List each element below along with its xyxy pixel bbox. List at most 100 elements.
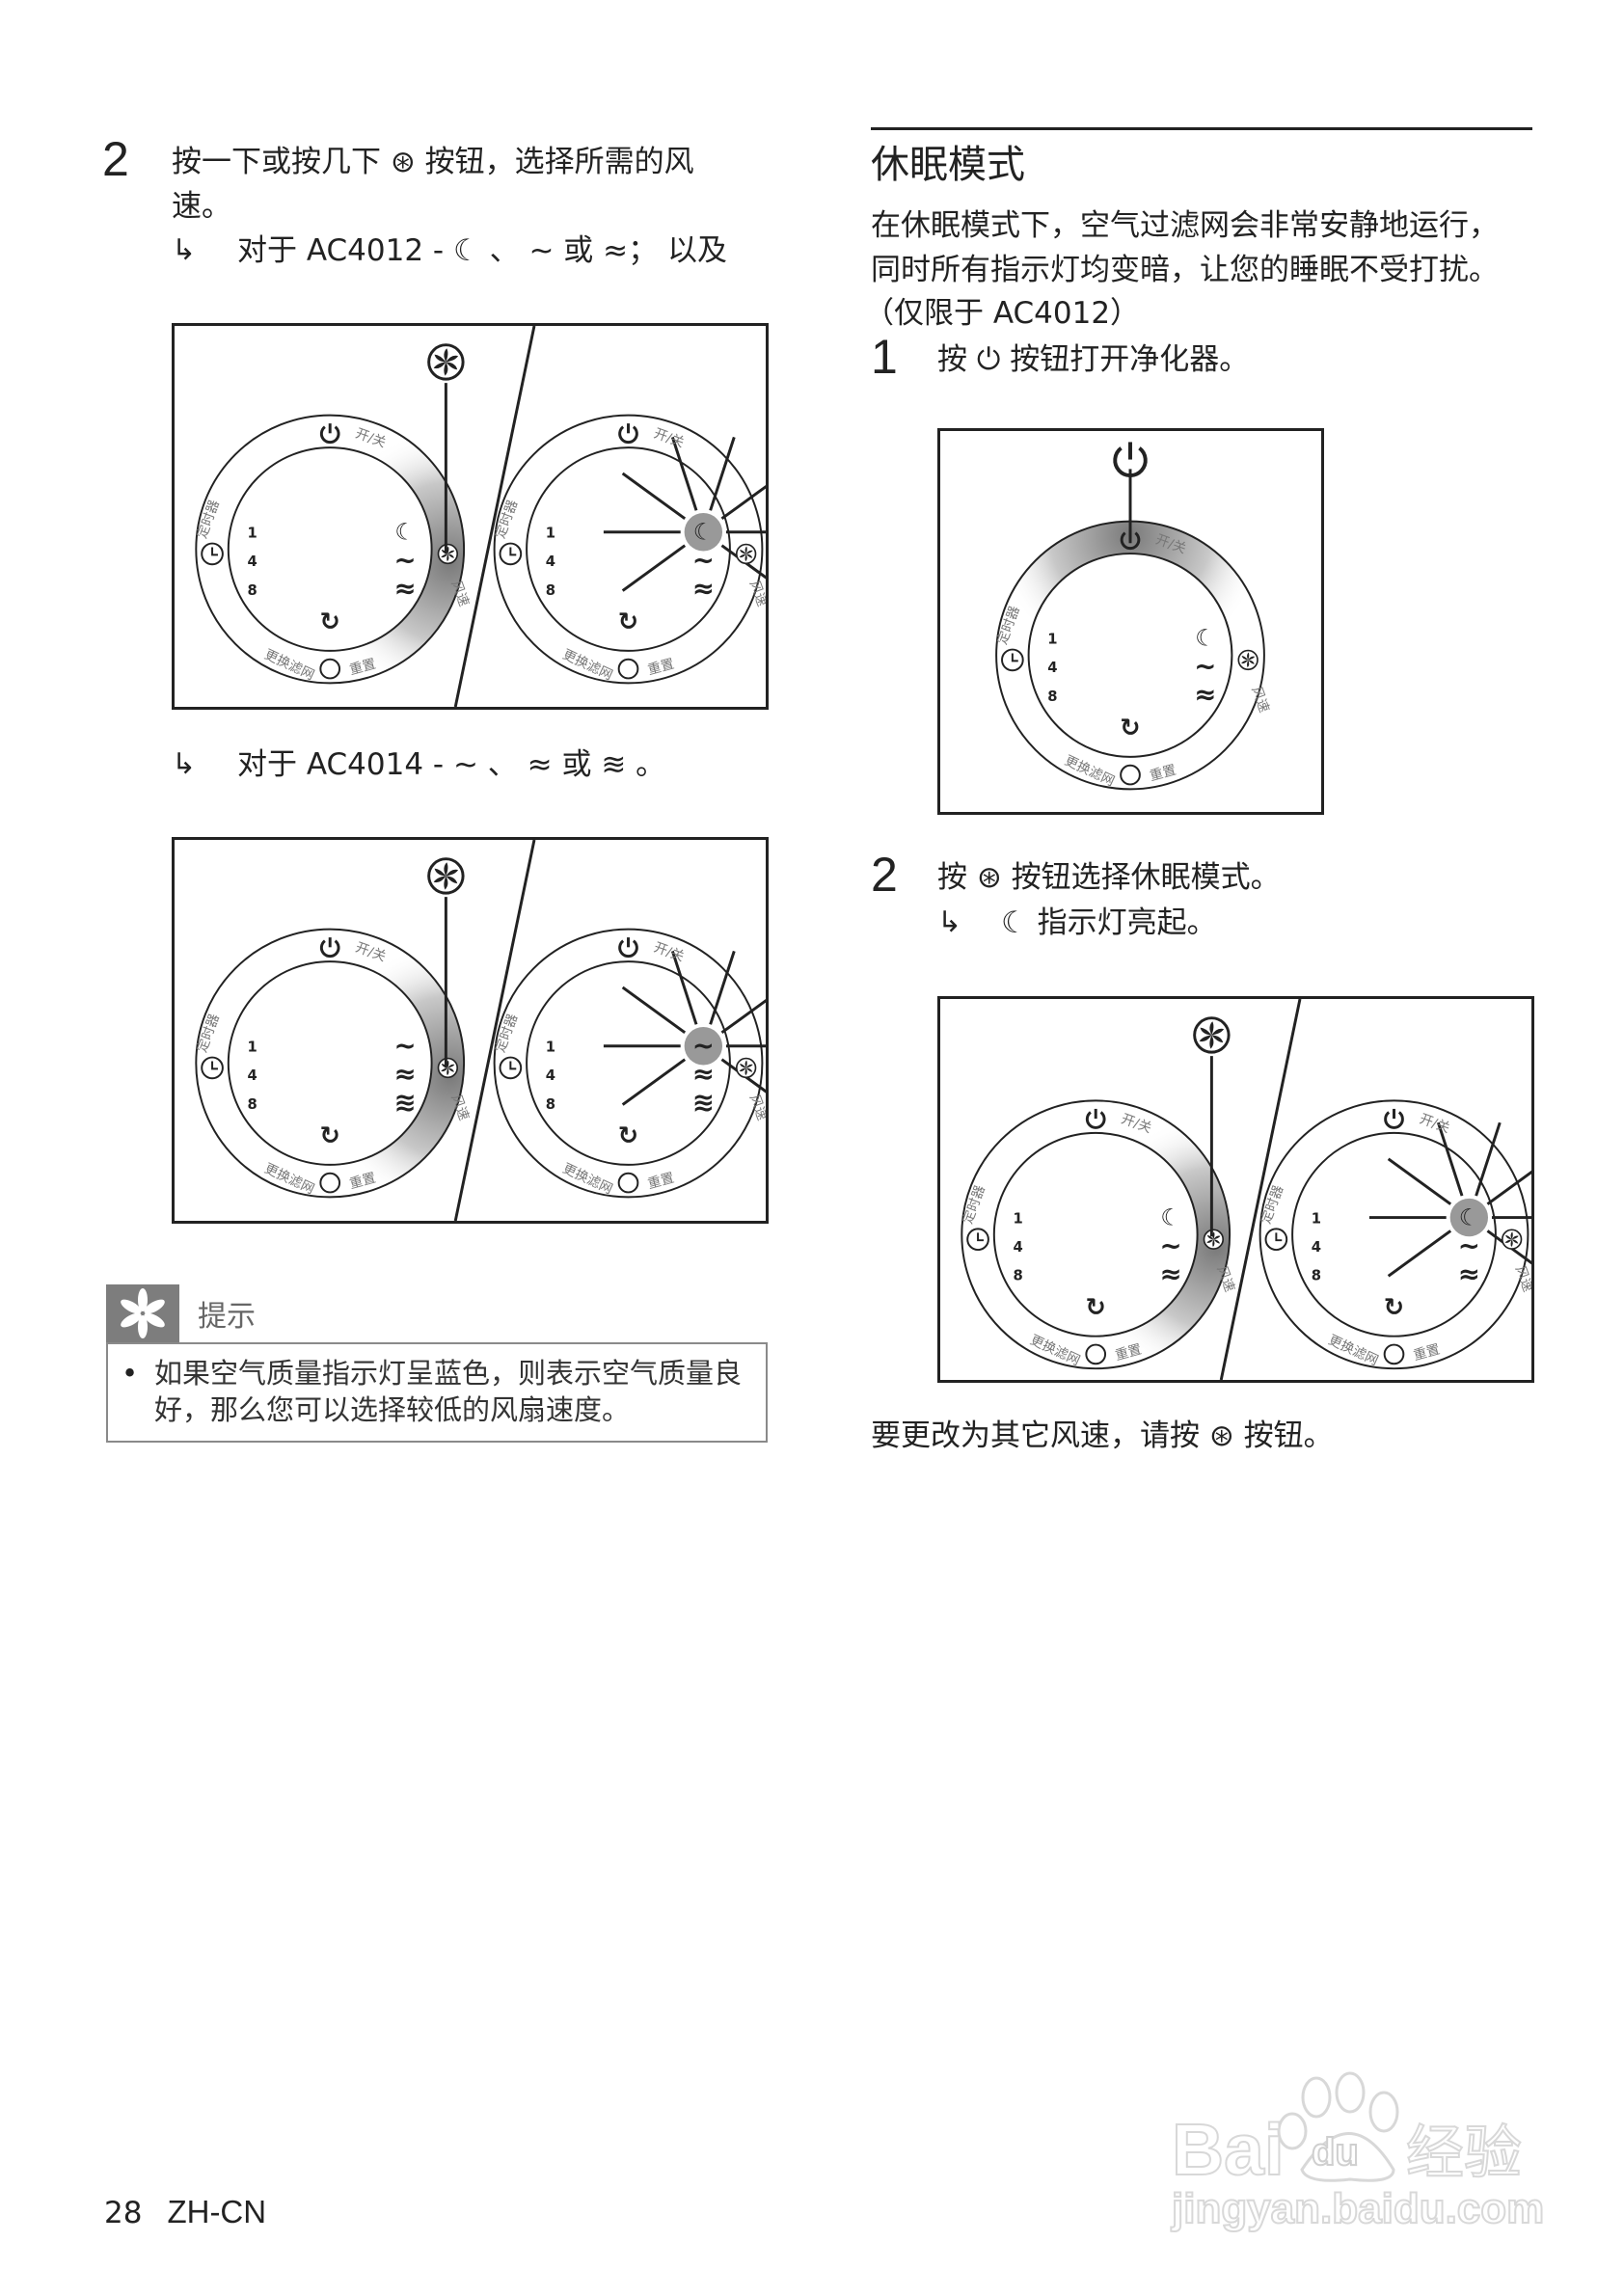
result-arrow-icon: ↳ <box>937 905 962 939</box>
fan-blade <box>1241 656 1249 661</box>
fan-icon <box>427 343 465 381</box>
step-text-cont: 速。 <box>172 189 231 224</box>
light-ray <box>670 950 698 1025</box>
fan-blade <box>744 546 747 554</box>
fan-blade <box>1510 1231 1513 1240</box>
speed-icon: ~ <box>1458 1229 1480 1261</box>
speed-icon: ≈ <box>393 1058 416 1090</box>
timer-value: 4 <box>1312 1239 1321 1256</box>
baidu-watermark-logo: Bai du 经验 jingyan.baidu.com <box>1157 2059 1545 2261</box>
dial-inner-face <box>227 446 433 652</box>
clock-hands <box>1011 653 1018 662</box>
fan-blade <box>744 1067 747 1076</box>
svg-text:经验: 经验 <box>1406 2120 1522 2187</box>
light-ray <box>720 484 766 521</box>
light-ray <box>720 998 766 1035</box>
fan-blade <box>1206 1239 1214 1243</box>
step-text: 按一下或按几下 ⊛ 按钮，选择所需的风 <box>172 145 694 179</box>
sleep-moon-icon: ☾ <box>693 519 714 546</box>
speed-icon: ≈ <box>393 573 416 605</box>
glow-highlight <box>1449 1198 1489 1237</box>
speed-icon: ≋ <box>692 1087 715 1119</box>
sleep-moon-icon: ☾ <box>1195 625 1215 652</box>
light-ray <box>621 472 687 521</box>
reset-cycle-icon: ↻ <box>319 608 339 636</box>
timer-value: 8 <box>546 1096 555 1113</box>
step-number: 1 <box>871 330 898 384</box>
filter-icon <box>319 658 341 680</box>
fan-icon <box>1501 1229 1523 1250</box>
tip-text: 如果空气质量指示灯呈蓝色，则表示空气质量良 好，那么您可以选择较低的风扇速度。 <box>154 1355 742 1428</box>
fan-blade <box>1206 1234 1214 1240</box>
page-number: 28 <box>104 2196 143 2230</box>
tip-line: 好，那么您可以选择较低的风扇速度。 <box>154 1393 631 1426</box>
intro-line: 在休眠模式下，空气过滤网会非常安静地运行， <box>871 208 1499 243</box>
timer-value: 1 <box>1047 632 1057 648</box>
speed-icon: ≈ <box>692 1058 715 1090</box>
timer-value: 1 <box>1014 1210 1023 1227</box>
timer-value: 8 <box>248 1096 257 1113</box>
step-number: 2 <box>871 848 898 902</box>
timer-value: 4 <box>546 1067 555 1084</box>
fan-blade <box>447 550 455 554</box>
fan-icon <box>1203 1229 1225 1250</box>
fan-blade <box>1241 660 1249 664</box>
reset-label: 重置 <box>646 1171 676 1193</box>
dial-inner-face <box>227 960 433 1166</box>
fan-blade <box>444 348 448 363</box>
dial-inner-face <box>1027 553 1233 758</box>
speed-icon: ≈ <box>1458 1258 1480 1290</box>
light-ray <box>1475 1121 1502 1197</box>
filter-icon <box>617 1172 639 1194</box>
power-icon <box>1120 531 1141 551</box>
fan-blade <box>446 355 459 363</box>
step-text: 按 ⏻ 按钮打开净化器。 <box>937 342 1250 377</box>
fan-blade <box>1211 1035 1224 1043</box>
reset-cycle-icon: ↻ <box>1120 714 1140 743</box>
fan-blade <box>447 554 449 562</box>
result-text: ☾ 指示灯亮起。 <box>1001 905 1217 940</box>
svg-text:jingyan.baidu.com: jingyan.baidu.com <box>1171 2185 1543 2232</box>
tip-line: 如果空气质量指示灯呈蓝色，则表示空气质量良 <box>154 1357 743 1390</box>
fan-icon <box>437 543 459 565</box>
speed-icon: ≈ <box>1194 679 1216 711</box>
light-ray <box>720 544 766 580</box>
timer-value: 8 <box>546 582 555 599</box>
fan-blade <box>739 554 746 558</box>
power-icon <box>319 939 340 959</box>
intro-line: 同时所有指示灯均变暗，让您的睡眠不受打扰。 <box>871 253 1499 287</box>
divider-line <box>1219 999 1302 1380</box>
fan-blade <box>744 1060 747 1068</box>
fan-blade <box>740 1064 746 1068</box>
svg-text:Bai: Bai <box>1172 2109 1285 2190</box>
tip-label: 提示 <box>198 1300 256 1334</box>
fan-icon <box>1237 649 1259 671</box>
speed-icon: ~ <box>393 544 416 576</box>
fan-blade <box>434 354 447 363</box>
filter-icon <box>617 658 639 680</box>
filter-icon <box>1120 764 1141 786</box>
timer-value: 1 <box>248 1040 257 1056</box>
fan-blade <box>1504 1239 1512 1243</box>
clock-hands <box>977 1232 984 1242</box>
speed-icon: ~ <box>1159 1229 1181 1261</box>
fan-blade <box>444 862 448 877</box>
fan-blade <box>446 362 458 370</box>
fan-blade <box>434 868 447 877</box>
fan-blade <box>1200 1027 1212 1036</box>
fan-icon <box>427 857 465 895</box>
fan-blade <box>744 554 747 562</box>
light-ray <box>621 1058 687 1106</box>
fan-blade <box>745 550 753 554</box>
glow-highlight <box>684 1027 723 1066</box>
fan-blade <box>740 550 746 554</box>
clock-hands <box>211 1061 218 1070</box>
fan-blade <box>1209 1021 1214 1036</box>
timer-value: 1 <box>546 526 555 542</box>
clock-hands <box>509 1061 517 1070</box>
filter-icon <box>319 1172 341 1194</box>
